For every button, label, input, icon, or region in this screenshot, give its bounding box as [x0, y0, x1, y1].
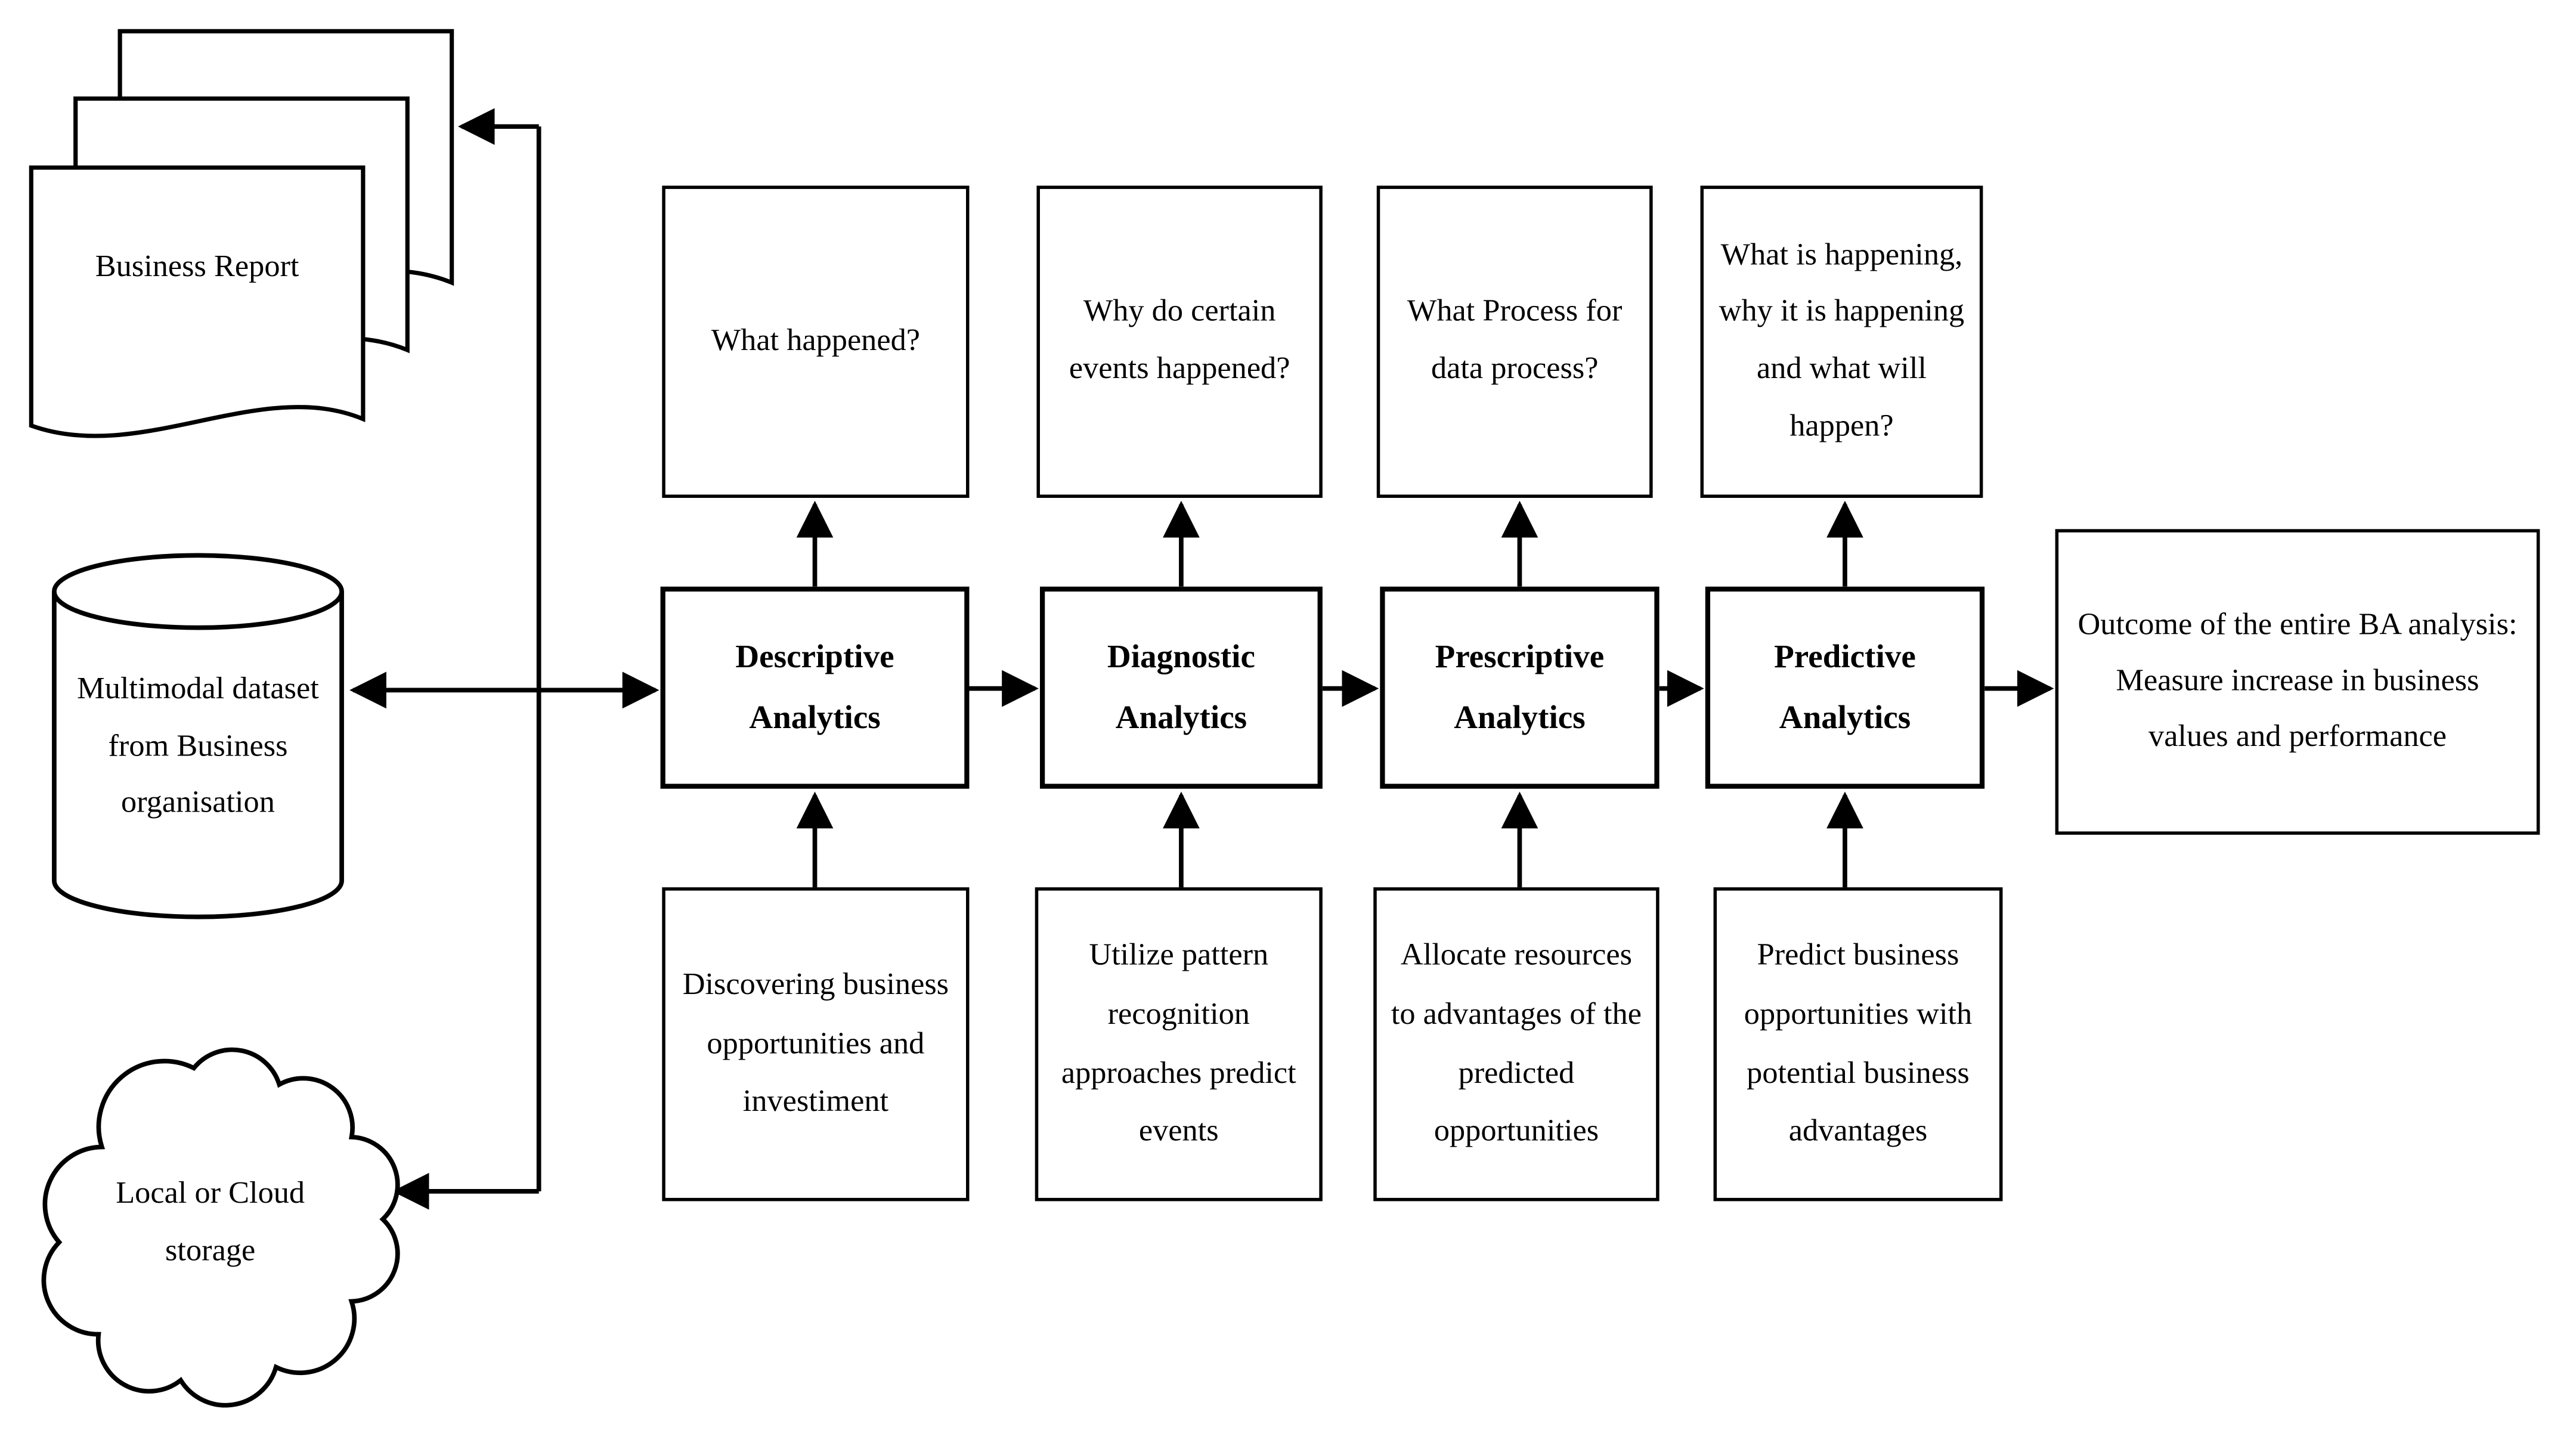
- outcome-box: Outcome of the entire BA analysis: Measu…: [2055, 529, 2540, 835]
- stage-box-diagnostic: Diagnostic Analytics: [1039, 586, 1323, 789]
- stage-box-prescriptive: Prescriptive Analytics: [1380, 586, 1659, 789]
- cloud-storage-label: Local or Cloud storage: [116, 1177, 305, 1269]
- activity-box-descriptive: Discovering business opportunities and i…: [662, 887, 970, 1202]
- stage-box-predictive: Predictive Analytics: [1705, 586, 1985, 789]
- question-box-diagnostic: Why do certain events happened?: [1036, 185, 1323, 498]
- business-report-label: Business Report: [95, 249, 299, 284]
- question-box-prescriptive: What Process for data process?: [1376, 185, 1653, 498]
- question-box-predictive: What is happening, why it is happening a…: [1700, 185, 1983, 498]
- document-shape-front: [29, 165, 366, 438]
- activity-box-diagnostic: Utilize pattern recognition approaches p…: [1035, 887, 1323, 1202]
- cloud-shape: [41, 1047, 400, 1408]
- dataset-label: Multimodal dataset from Business organis…: [77, 672, 319, 820]
- stage-box-descriptive: Descriptive Analytics: [660, 586, 970, 789]
- activity-box-prescriptive: Allocate resources to advantages of the …: [1373, 887, 1659, 1202]
- database-cylinder-top: [52, 553, 344, 630]
- database-cylinder-body: [52, 592, 344, 919]
- activity-box-predictive: Predict business opportunities with pote…: [1713, 887, 2003, 1202]
- question-box-descriptive: What happened?: [662, 185, 970, 498]
